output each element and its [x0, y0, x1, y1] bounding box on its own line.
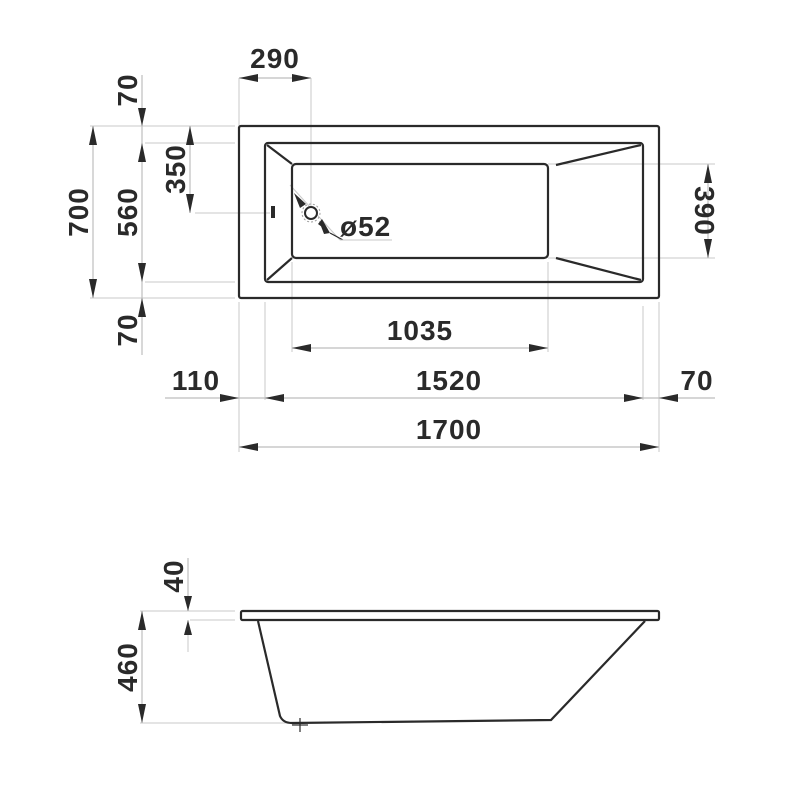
svg-text:70: 70	[112, 73, 143, 106]
tub-side-rim	[239, 609, 661, 622]
side-view: 40 460	[112, 558, 661, 732]
dim-rim-left: 110	[172, 365, 220, 396]
top-view: 290 70 700 560 350 ø	[63, 43, 720, 452]
overflow-marker	[271, 206, 275, 218]
dim-rim-bottom: 70	[112, 298, 146, 347]
svg-text:560: 560	[112, 187, 143, 237]
dim-drain-offset-y: 350	[160, 126, 194, 213]
dim-basin-floor-length: 1035	[292, 315, 548, 352]
svg-text:70: 70	[112, 313, 143, 346]
svg-text:390: 390	[689, 186, 720, 236]
svg-text:40: 40	[158, 559, 189, 592]
dim-overall-height: 460	[112, 611, 146, 723]
svg-text:290: 290	[250, 43, 300, 74]
tub-inner-edge	[263, 141, 645, 284]
dim-inner-length: 1520	[416, 365, 482, 396]
dim-rim-top: 70	[112, 73, 146, 126]
dim-overall-length: 1700	[239, 414, 659, 451]
dim-rim-thickness: 40	[158, 558, 192, 635]
dim-drain-diameter: ø52	[340, 211, 391, 242]
svg-text:1035: 1035	[387, 315, 453, 346]
drain-icon	[294, 193, 392, 241]
dim-drain-offset-x: 290	[239, 43, 311, 82]
dim-overall-width: 700	[63, 126, 97, 298]
svg-text:1700: 1700	[416, 414, 482, 445]
svg-text:460: 460	[112, 642, 143, 692]
dim-rim-right: 70	[680, 365, 713, 396]
slope-lines	[266, 143, 642, 282]
dim-foot-width: 390	[689, 164, 720, 258]
basin-floor	[290, 162, 550, 260]
tub-side-body	[256, 620, 646, 725]
dim-length-chain: 110 1520 70	[165, 365, 715, 402]
svg-text:350: 350	[160, 144, 191, 194]
dim-inner-width: 560	[112, 126, 146, 355]
svg-text:700: 700	[63, 187, 94, 237]
tub-outer-rim	[237, 124, 661, 300]
